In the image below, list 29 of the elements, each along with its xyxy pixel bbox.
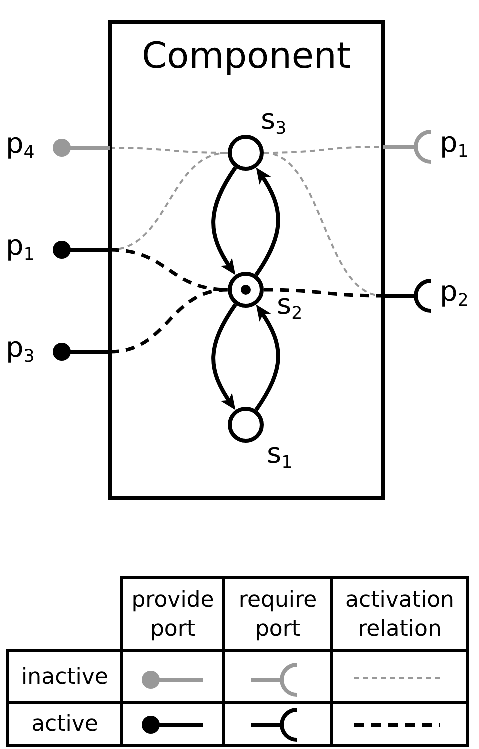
- require-port: [383, 130, 433, 164]
- port-label: p$_{1}$: [6, 232, 35, 260]
- arrow: [254, 304, 280, 412]
- arrow: [212, 166, 238, 276]
- provide-port: [52, 138, 110, 158]
- arrow: [212, 304, 238, 410]
- state-label: s$_{2}$: [277, 291, 303, 319]
- port-label: p$_{2}$: [440, 278, 469, 306]
- state-circle: [228, 272, 264, 308]
- component-box: [108, 20, 385, 500]
- component-title: Component: [142, 39, 351, 75]
- provide-port: [52, 342, 110, 362]
- state-label: s$_{1}$: [267, 440, 293, 468]
- state-label: s$_{3}$: [261, 106, 287, 134]
- provide-port: [52, 240, 110, 260]
- port-label: p$_{4}$: [6, 130, 35, 158]
- row-header: inactive: [22, 664, 108, 692]
- port-label: p$_{1}$: [440, 129, 469, 157]
- state-circle: [228, 135, 264, 171]
- row-header: active: [32, 711, 98, 739]
- port-label: p$_{3}$: [6, 334, 35, 362]
- column-header: activation relation: [346, 586, 454, 644]
- dashed-line: [110, 288, 228, 354]
- state-circle: [228, 407, 264, 443]
- column-header: require port: [238, 586, 318, 644]
- arrow: [254, 168, 280, 276]
- column-header: provide port: [132, 586, 214, 644]
- dashed-line: [264, 288, 384, 298]
- require-port: [383, 279, 433, 313]
